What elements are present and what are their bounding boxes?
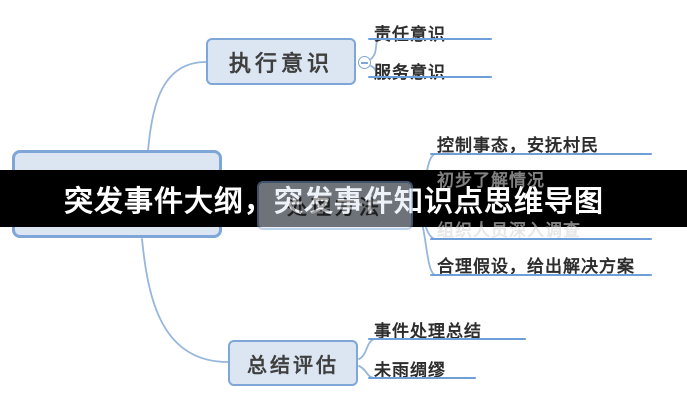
minus-icon: [361, 61, 368, 64]
leaf-underline: [368, 338, 526, 340]
collapse-icon[interactable]: [358, 56, 371, 69]
leaf-underline: [368, 38, 492, 40]
branch-label: 执行意识: [228, 50, 333, 76]
branch-node-summary-evaluation[interactable]: 总结评估: [228, 340, 358, 386]
leaf-incident-summary[interactable]: 事件处理总结: [374, 322, 482, 341]
leaf-underline: [368, 76, 492, 78]
branch-label: 处理方法: [287, 197, 383, 219]
branch-node-execution-awareness[interactable]: 执行意识: [206, 38, 356, 85]
leaf-underline: [368, 377, 476, 379]
leaf-underline: [430, 238, 652, 240]
branch-label: 总结评估: [247, 354, 339, 377]
leaf-reasonable-hypothesis[interactable]: 合理假设，给出解决方案: [437, 257, 635, 276]
leaf-prepare-ahead[interactable]: 未雨绸缪: [374, 361, 446, 380]
leaf-initial-understanding[interactable]: 初步了解情况: [437, 171, 545, 190]
leaf-organize-investigation[interactable]: 组织人员深入调查: [437, 221, 581, 240]
leaf-responsibility-awareness[interactable]: 责任意识: [374, 25, 446, 44]
leaf-service-awareness[interactable]: 服务意识: [374, 63, 446, 82]
leaf-control-situation[interactable]: 控制事态，安抚村民: [437, 136, 599, 155]
leaf-underline: [430, 274, 652, 276]
leaf-underline: [430, 153, 652, 155]
branch-node-handling-method[interactable]: 处理方法: [257, 181, 413, 230]
